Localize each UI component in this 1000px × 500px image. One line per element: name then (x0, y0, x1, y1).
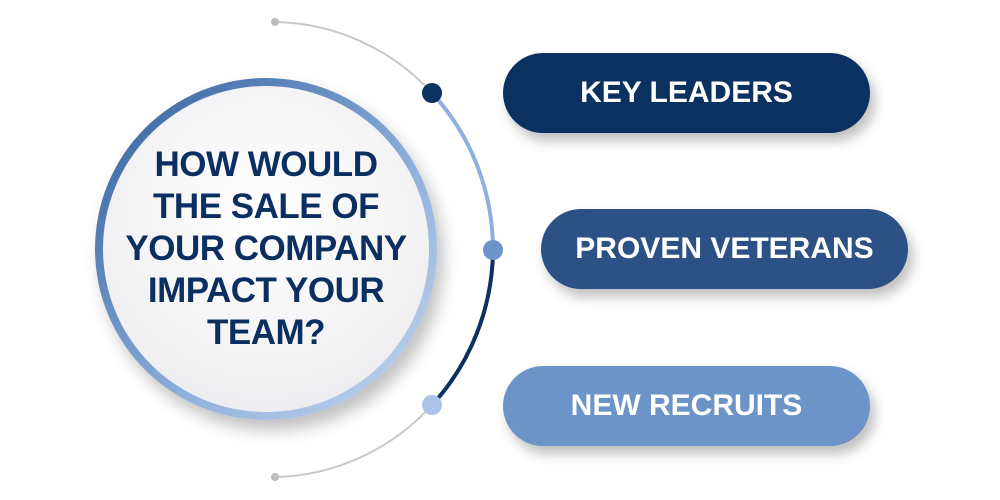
node-dot-1 (422, 83, 442, 103)
arc-lower-segment (430, 249, 495, 407)
arc-end-dot-top (271, 18, 279, 26)
node-dot-3 (422, 395, 442, 415)
question-circle-inner: HOW WOULD THE SALE OF YOUR COMPANY IMPAC… (103, 86, 429, 412)
question-text: HOW WOULD THE SALE OF YOUR COMPANY IMPAC… (125, 145, 407, 352)
arc-upper-segment (430, 91, 495, 251)
pill-key-leaders: KEY LEADERS (503, 53, 870, 133)
arc-bottom-segment (274, 404, 433, 478)
node-dot-2 (483, 240, 503, 260)
pill-proven-veterans: PROVEN VETERANS (541, 209, 908, 289)
arc-top-segment (274, 21, 433, 94)
question-circle: HOW WOULD THE SALE OF YOUR COMPANY IMPAC… (95, 78, 437, 420)
pill-new-recruits: NEW RECRUITS (503, 366, 870, 446)
arc-end-dot-bottom (271, 473, 279, 481)
